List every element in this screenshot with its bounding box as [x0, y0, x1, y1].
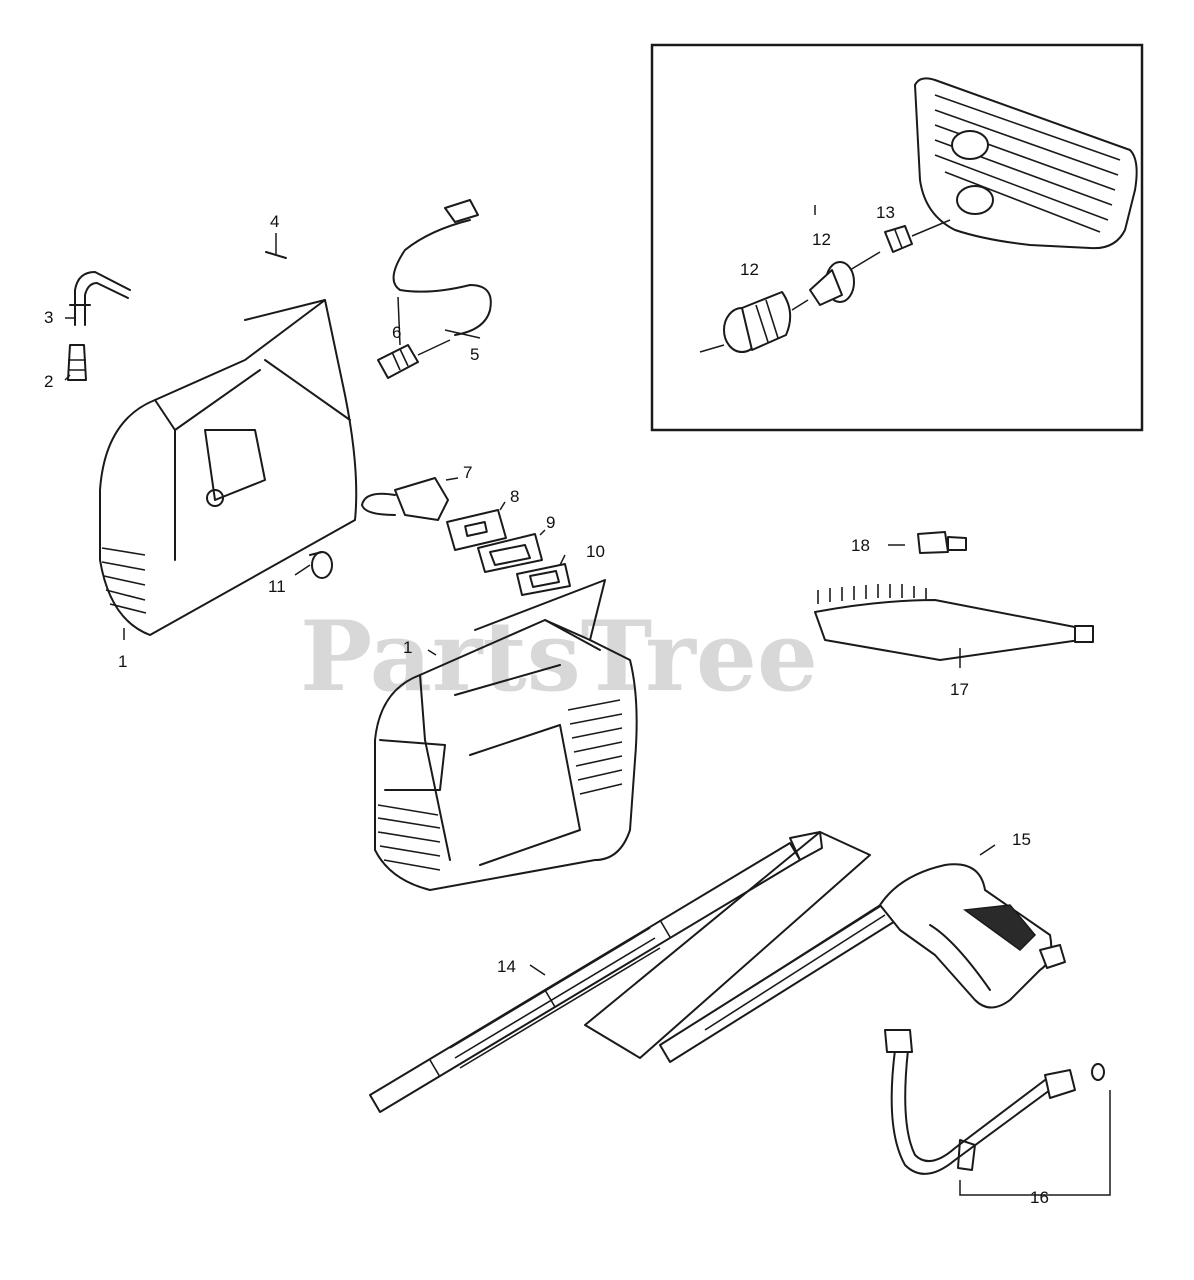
- callout-7: 7: [463, 463, 472, 482]
- callout-13: 13: [876, 203, 895, 222]
- part-13-fitting: [884, 219, 951, 253]
- part-16-extension: [884, 1029, 1111, 1196]
- callout-5: 5: [470, 345, 479, 364]
- part-14-lance: [369, 831, 901, 1113]
- callout-11: 11: [268, 577, 286, 596]
- part-5-power-cord: [392, 199, 492, 336]
- machine-outlet-housing: [914, 77, 1138, 250]
- part-12-coupler-large: [699, 291, 809, 353]
- callout-12b: 12: [812, 230, 831, 249]
- part-10-label: [516, 563, 571, 596]
- callout-9: 9: [546, 513, 555, 532]
- callout-8: 8: [510, 487, 519, 506]
- callout-17: 17: [950, 680, 969, 699]
- callout-12a: 12: [740, 260, 759, 279]
- part-9-cover: [477, 533, 543, 573]
- housing-front-half: [374, 579, 638, 891]
- part-3-tube: [69, 271, 131, 326]
- part-15-spray-gun: [879, 863, 1066, 1009]
- callout-15: 15: [1012, 830, 1031, 849]
- callout-2: 2: [44, 372, 53, 391]
- callout-18: 18: [851, 536, 870, 555]
- callout-10: 10: [586, 542, 605, 561]
- callout-16: 16: [1030, 1188, 1049, 1207]
- part-17-brush: [814, 584, 1094, 661]
- callout-3: 3: [44, 308, 53, 327]
- callout-leaders: [64, 205, 996, 976]
- callout-4: 4: [270, 212, 279, 231]
- part-6-strain-relief: [377, 339, 451, 379]
- callout-1a: 1: [118, 652, 127, 671]
- part-11-nut: [309, 551, 333, 579]
- callout-14: 14: [497, 957, 516, 976]
- callout-labels: 1 1 2 3 4 5 6 7 8 9 10 11 12 12 13 14 15…: [44, 203, 1049, 1207]
- part-7-switch: [361, 477, 449, 521]
- part-2-fitting: [67, 344, 87, 381]
- part-4-pin: [265, 233, 287, 259]
- watermark: PartsTree: [300, 600, 818, 713]
- callout-6: 6: [392, 323, 401, 342]
- part-18-nozzle: [917, 531, 967, 554]
- inset-detail: [650, 43, 1144, 432]
- housing-back-half: [99, 299, 358, 636]
- inset-frame: [650, 43, 1144, 432]
- callout-1b: 1: [403, 638, 412, 657]
- part-12-coupler-small: [809, 251, 881, 306]
- part-8-plate: [446, 509, 507, 551]
